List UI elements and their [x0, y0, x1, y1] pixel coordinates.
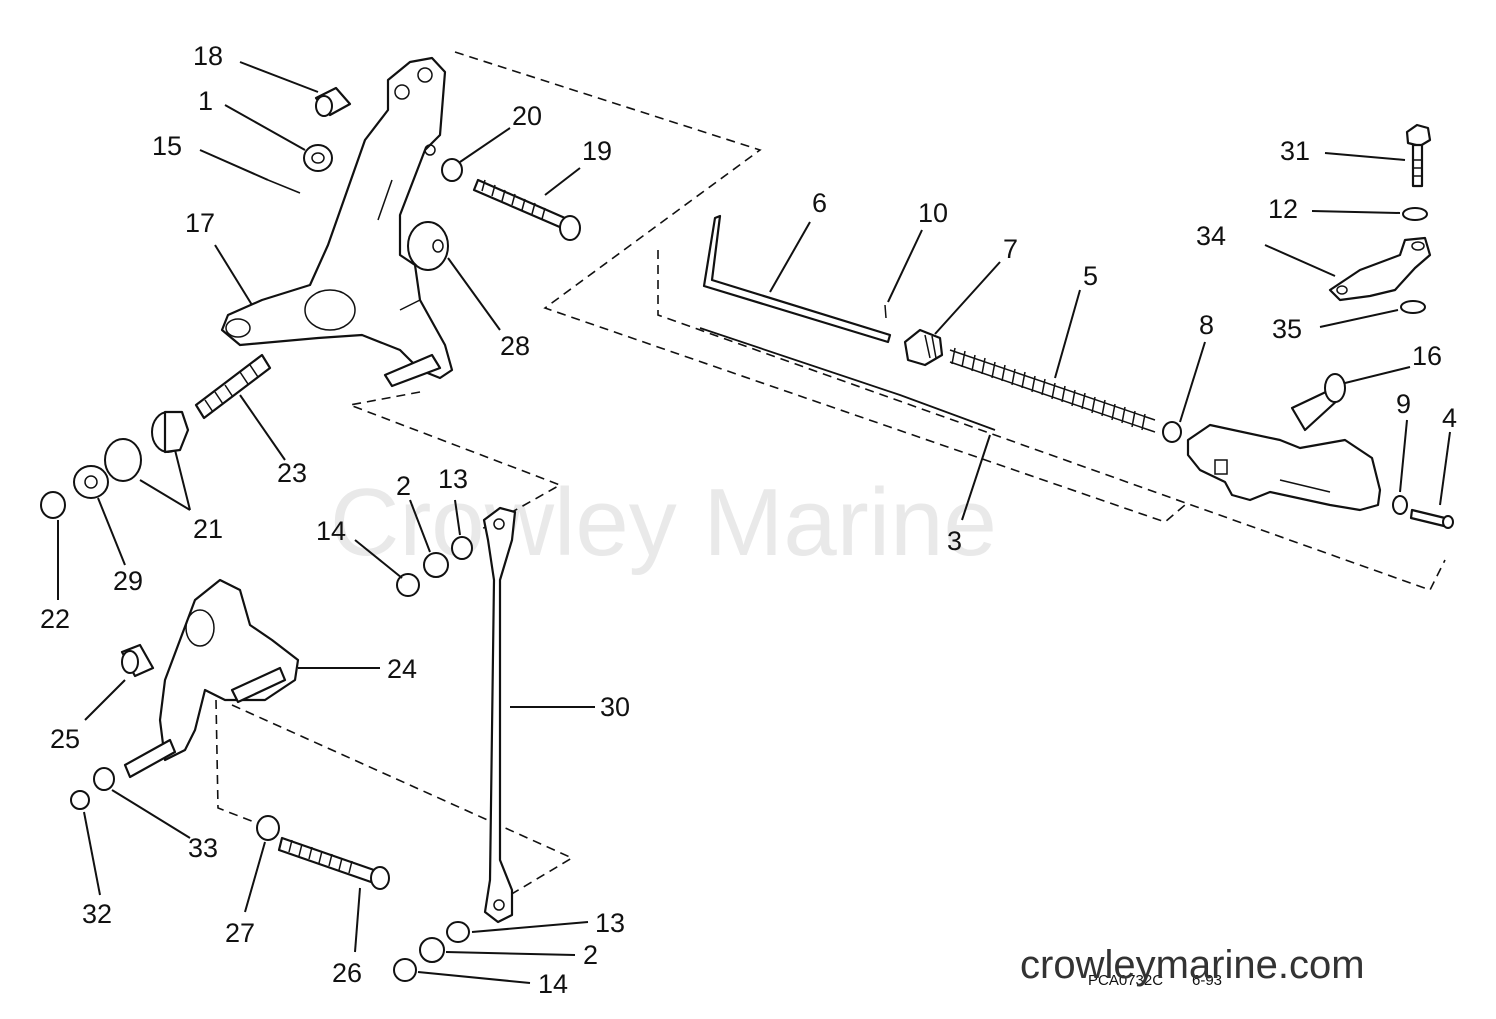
bushing-25 — [120, 643, 155, 678]
bushing-8 — [1162, 421, 1182, 443]
label-2-lower: 2 — [583, 940, 598, 970]
label-22: 22 — [40, 604, 70, 634]
screw-19 — [472, 178, 581, 241]
label-35: 35 — [1272, 314, 1302, 344]
nut-32 — [70, 790, 90, 810]
label-30: 30 — [600, 692, 630, 722]
pin-10 — [884, 304, 887, 319]
link-rod-30 — [482, 506, 517, 924]
label-10: 10 — [918, 198, 948, 228]
cotter-pin-15 — [267, 179, 301, 194]
bracket-24 — [123, 578, 300, 779]
label-2-upper: 2 — [396, 471, 411, 501]
housing-3 — [1186, 423, 1382, 512]
stud-23 — [194, 353, 272, 420]
leader-lines — [57, 61, 1451, 984]
site-url: crowleymarine.com — [1020, 943, 1365, 987]
label-6: 6 — [812, 188, 827, 218]
washer-9 — [1392, 495, 1408, 515]
washer-2-upper — [423, 552, 449, 578]
bellcrank-arm-17 — [220, 56, 454, 388]
label-13-upper: 13 — [438, 464, 468, 494]
screw-26 — [277, 836, 390, 890]
label-32: 32 — [82, 899, 112, 929]
washer-12 — [1402, 207, 1428, 221]
label-18: 18 — [193, 41, 223, 71]
label-8: 8 — [1199, 310, 1214, 340]
label-5: 5 — [1083, 261, 1098, 291]
bushings-21 — [104, 410, 190, 482]
nut-14-lower — [393, 958, 417, 982]
label-29: 29 — [113, 566, 143, 596]
label-9: 9 — [1396, 389, 1411, 419]
pin-16 — [1290, 373, 1346, 432]
label-17: 17 — [185, 208, 215, 238]
assembly-dashed-lines — [215, 51, 1446, 896]
bolt-31 — [1405, 123, 1432, 188]
label-21: 21 — [193, 514, 223, 544]
assembly-solid-lines — [699, 327, 996, 431]
label-3: 3 — [947, 526, 962, 556]
screw-4 — [1409, 508, 1454, 529]
drawing-code: PCA0732C — [1088, 972, 1163, 989]
label-27: 27 — [225, 918, 255, 948]
washer-1 — [303, 144, 333, 172]
bushing-13-upper — [451, 536, 473, 560]
label-7: 7 — [1003, 234, 1018, 264]
label-14-lower: 14 — [538, 969, 568, 999]
spring-5 — [949, 347, 1156, 433]
drawing-date: 6-93 — [1192, 972, 1222, 989]
washer-29 — [73, 465, 109, 499]
label-13-lower: 13 — [595, 908, 625, 938]
nut-14-upper — [396, 573, 420, 597]
label-1: 1 — [198, 86, 213, 116]
label-19: 19 — [582, 136, 612, 166]
lever-34 — [1328, 236, 1432, 302]
roller-28 — [407, 221, 449, 271]
fitting-7 — [903, 328, 944, 367]
rod-6 — [702, 214, 892, 344]
label-14-upper: 14 — [316, 516, 346, 546]
label-20: 20 — [512, 101, 542, 131]
label-28: 28 — [500, 331, 530, 361]
label-16: 16 — [1412, 341, 1442, 371]
washer-2-lower — [419, 937, 445, 963]
label-24: 24 — [387, 654, 417, 684]
bushing-18 — [314, 86, 352, 117]
washer-35 — [1400, 300, 1426, 314]
label-15: 15 — [152, 131, 182, 161]
label-33: 33 — [188, 833, 218, 863]
label-34: 34 — [1196, 221, 1226, 251]
label-23: 23 — [277, 458, 307, 488]
nut-27 — [256, 815, 280, 841]
label-31: 31 — [1280, 136, 1310, 166]
nut-20 — [441, 158, 463, 182]
nut-22 — [40, 491, 66, 519]
label-25: 25 — [50, 724, 80, 754]
label-4: 4 — [1442, 403, 1457, 433]
label-26: 26 — [332, 958, 362, 988]
bushing-13-lower — [446, 921, 470, 943]
washer-33 — [93, 767, 115, 791]
label-12: 12 — [1268, 194, 1298, 224]
callout-labels: 18 1 15 17 20 19 28 23 21 22 29 2 13 14 … — [40, 41, 1457, 999]
